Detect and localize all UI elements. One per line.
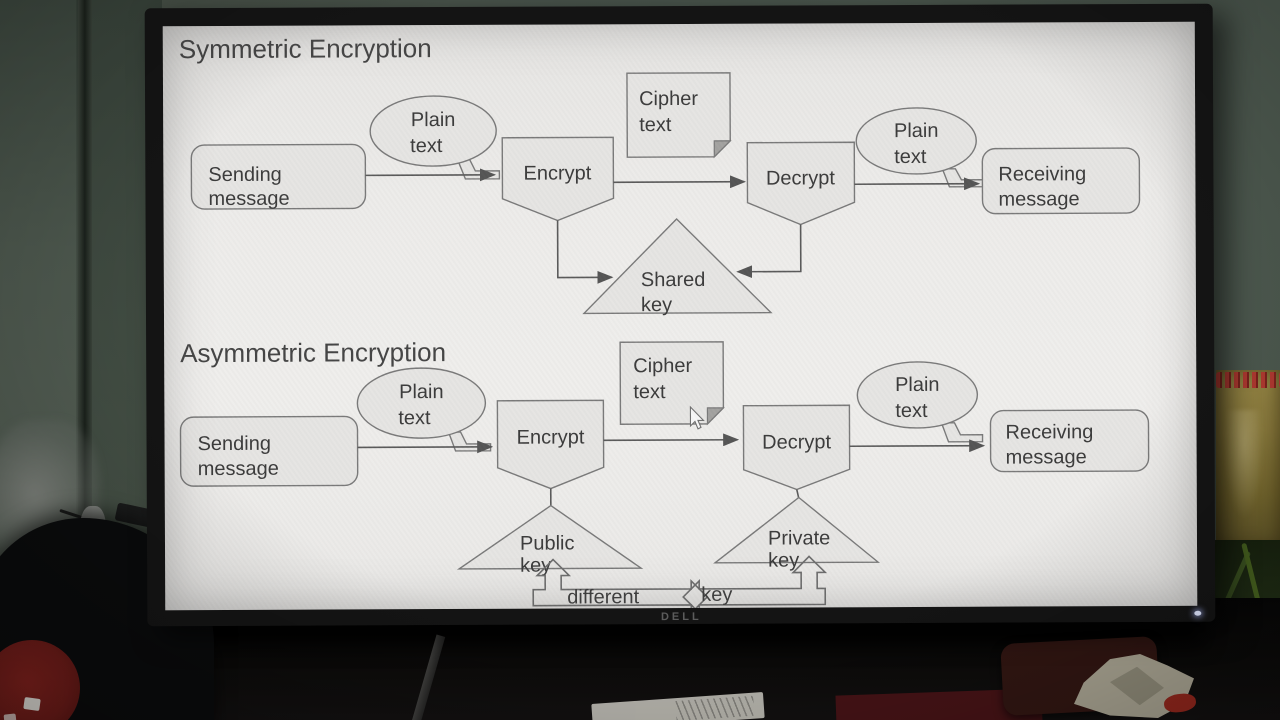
connector-encrypt-to-sharedkey xyxy=(556,220,614,284)
plain-text-bubble xyxy=(356,367,487,439)
badge-mark xyxy=(23,696,41,712)
public-key-triangle xyxy=(456,504,644,570)
plain-text-label: text xyxy=(398,407,431,429)
plain-text-label: text xyxy=(895,400,928,422)
tissue-fold xyxy=(1110,666,1164,706)
plain-text-label: Plain xyxy=(399,381,444,403)
plain-text-label: Plain xyxy=(895,374,940,396)
sending-message-label: Sending xyxy=(198,433,272,455)
connector-decrypt-to-sharedkey xyxy=(736,224,802,279)
public-key-label: key xyxy=(520,555,551,577)
encrypt-label: Encrypt xyxy=(523,162,591,184)
spiral-notebook xyxy=(1216,370,1280,548)
key-label: key xyxy=(701,584,732,606)
private-key-label: Private xyxy=(768,527,830,549)
encrypt-label: Encrypt xyxy=(517,426,585,448)
note-fold xyxy=(706,407,725,426)
arrow-decrypt-to-receiving xyxy=(849,439,986,453)
private-key-label: key xyxy=(768,549,799,571)
plain-text-label: Plain xyxy=(894,120,939,142)
receiving-message-label: Receiving xyxy=(998,163,1086,185)
handwriting xyxy=(675,695,755,720)
receiving-message-label: message xyxy=(1006,446,1087,468)
screen: Symmetric Encryption Sending message Pla… xyxy=(162,21,1198,611)
public-key-label: Public xyxy=(520,532,575,554)
cipher-text-label: Cipher xyxy=(639,88,698,110)
notebook-sheen xyxy=(1224,410,1264,520)
sending-message-label: message xyxy=(208,188,289,210)
decrypt-label: Decrypt xyxy=(762,431,831,453)
mouse-cursor-icon xyxy=(689,405,705,430)
power-led xyxy=(1194,610,1202,616)
decrypt-label: Decrypt xyxy=(766,167,835,189)
section-title-asymmetric: Asymmetric Encryption xyxy=(180,337,446,368)
private-key-triangle xyxy=(713,496,881,564)
plain-text-label: text xyxy=(894,146,927,168)
badge-mark xyxy=(3,713,17,720)
decrypt-node xyxy=(742,404,851,491)
note-fold xyxy=(713,140,732,159)
arrow-sending-to-encrypt xyxy=(357,440,494,454)
arrow-encrypt-to-decrypt xyxy=(603,433,740,447)
section-title-symmetric: Symmetric Encryption xyxy=(179,33,432,64)
chair-logo-badge xyxy=(0,640,80,720)
shared-key-triangle xyxy=(582,218,773,315)
different-label: different xyxy=(567,586,639,608)
plain-text-label: Plain xyxy=(411,109,456,131)
plain-text-label: text xyxy=(410,135,443,157)
notebook-spiral xyxy=(1216,372,1280,388)
decrypt-node xyxy=(746,141,856,226)
receiving-message-node xyxy=(981,147,1141,215)
plain-text-bubble xyxy=(856,361,979,429)
sending-message-node xyxy=(179,415,359,487)
encrypt-node xyxy=(501,136,615,222)
encrypt-node xyxy=(496,399,605,490)
plain-text-bubble xyxy=(369,95,497,167)
speech-bubble-tail xyxy=(447,431,492,452)
block-arrow-different xyxy=(532,558,709,611)
sending-message-node xyxy=(190,143,367,210)
cipher-text-label: text xyxy=(633,381,666,403)
sending-message-label: message xyxy=(198,458,279,480)
receiving-message-node xyxy=(989,409,1150,473)
receiving-message-label: message xyxy=(998,188,1079,210)
speech-bubble-tail xyxy=(940,422,984,443)
encryption-diagram: Symmetric Encryption Sending message Pla… xyxy=(179,33,1150,611)
shared-key-label: key xyxy=(641,294,672,316)
cipher-text-label: text xyxy=(639,114,672,136)
arrow-decrypt-to-receiving xyxy=(854,177,981,191)
receiving-message-label: Receiving xyxy=(1005,421,1093,443)
cipher-text-label: Cipher xyxy=(633,355,692,377)
arrow-sending-to-encrypt xyxy=(365,168,496,182)
plain-text-bubble xyxy=(855,107,977,175)
shared-key-label: Shared xyxy=(641,269,706,291)
sending-message-label: Sending xyxy=(208,164,282,186)
block-arrow-key xyxy=(682,555,828,611)
dell-monitor: Symmetric Encryption Sending message Pla… xyxy=(144,3,1216,627)
arrow-encrypt-to-decrypt xyxy=(613,175,747,189)
